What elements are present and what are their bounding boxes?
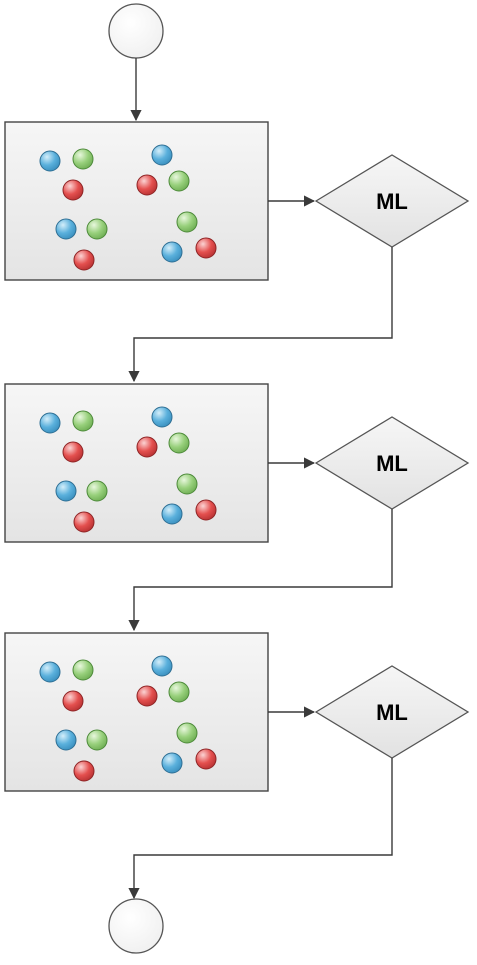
ml-decision-1	[314, 154, 470, 248]
red-dot	[62, 441, 84, 463]
stage-2: ML	[4, 383, 470, 632]
green-dot	[86, 480, 108, 502]
connector-ml-2-to-box-3	[128, 509, 393, 632]
red-dot	[136, 685, 158, 707]
blue-dot	[161, 241, 183, 263]
green-dot	[176, 211, 198, 233]
blue-dot	[151, 144, 173, 166]
blue-dot	[39, 661, 61, 683]
red-dot	[62, 690, 84, 712]
red-dot	[73, 249, 95, 271]
green-dot	[72, 148, 94, 170]
dots-group-1	[39, 144, 217, 271]
green-dot	[168, 681, 190, 703]
red-dot	[73, 511, 95, 533]
blue-dot	[151, 655, 173, 677]
blue-dot	[151, 406, 173, 428]
connector-ml-3-to-end	[128, 758, 393, 900]
ml-label-3: ML	[376, 700, 408, 725]
red-dot	[136, 174, 158, 196]
red-dot	[73, 760, 95, 782]
red-dot	[195, 499, 217, 521]
blue-dot	[55, 480, 77, 502]
ml-decision-3	[314, 665, 470, 759]
green-dot	[72, 659, 94, 681]
green-dot	[176, 473, 198, 495]
ml-label-2: ML	[376, 451, 408, 476]
blue-dot	[161, 752, 183, 774]
dots-group-3	[39, 655, 217, 782]
blue-dot	[39, 412, 61, 434]
blue-dot	[55, 729, 77, 751]
red-dot	[136, 436, 158, 458]
red-dot	[195, 748, 217, 770]
blue-dot	[39, 150, 61, 172]
red-dot	[195, 237, 217, 259]
ml-decision-2	[314, 416, 470, 510]
blue-dot	[55, 218, 77, 240]
green-dot	[86, 218, 108, 240]
red-dot	[62, 179, 84, 201]
blue-dot	[161, 503, 183, 525]
end-circle	[108, 898, 164, 954]
stage-3: ML	[4, 632, 470, 900]
data-box-1	[4, 121, 269, 281]
data-box-2	[4, 383, 269, 543]
green-dot	[86, 729, 108, 751]
green-dot	[176, 722, 198, 744]
stage-1: ML	[4, 121, 470, 383]
data-box-3	[4, 632, 269, 792]
dots-group-2	[39, 406, 217, 533]
start-circle	[108, 3, 164, 59]
ml-label-1: ML	[376, 189, 408, 214]
connector-ml-1-to-box-2	[128, 247, 393, 383]
green-dot	[168, 432, 190, 454]
green-dot	[168, 170, 190, 192]
green-dot	[72, 410, 94, 432]
